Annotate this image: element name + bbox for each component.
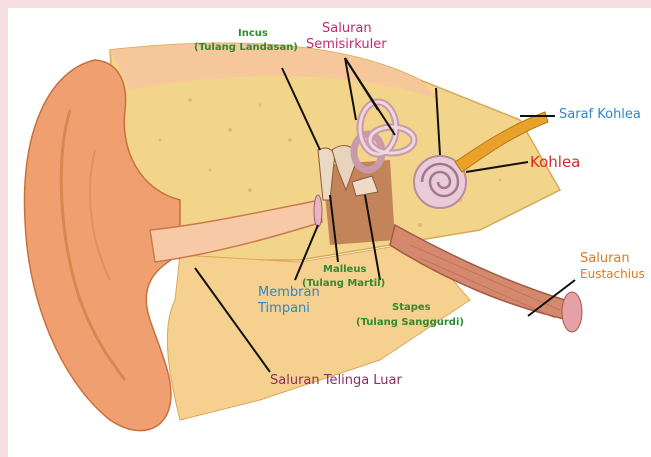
cochlear-nerve-label: Saraf Kohlea <box>559 108 641 123</box>
stapes-label: Stapes <box>392 302 431 314</box>
ear-canal-label: Saluran Telinga Luar <box>270 374 402 389</box>
eardrum <box>314 195 322 227</box>
incus-label: Incus <box>238 28 268 40</box>
eardrum-label-line2: Timpani <box>258 302 310 317</box>
stapes-sub-label: (Tulang Sanggurdi) <box>356 317 464 329</box>
malleus-label: Malleus <box>323 264 366 276</box>
incus-sub-label: (Tulang Landasan) <box>194 42 298 54</box>
eardrum-label-line1: Membran <box>258 286 320 301</box>
eustachian-opening <box>562 292 582 332</box>
semicircular-label-line2: Semisirkuler <box>306 38 387 53</box>
cochlea-label: Kohlea <box>530 154 580 171</box>
eustachian-label-line1: Saluran <box>580 252 630 267</box>
semicircular-label-line1: Saluran <box>322 22 372 37</box>
lower-tissue <box>167 242 470 420</box>
incus-label-group: Incus <box>238 28 268 40</box>
eustachian-label-line2: Eustachius <box>580 268 645 282</box>
